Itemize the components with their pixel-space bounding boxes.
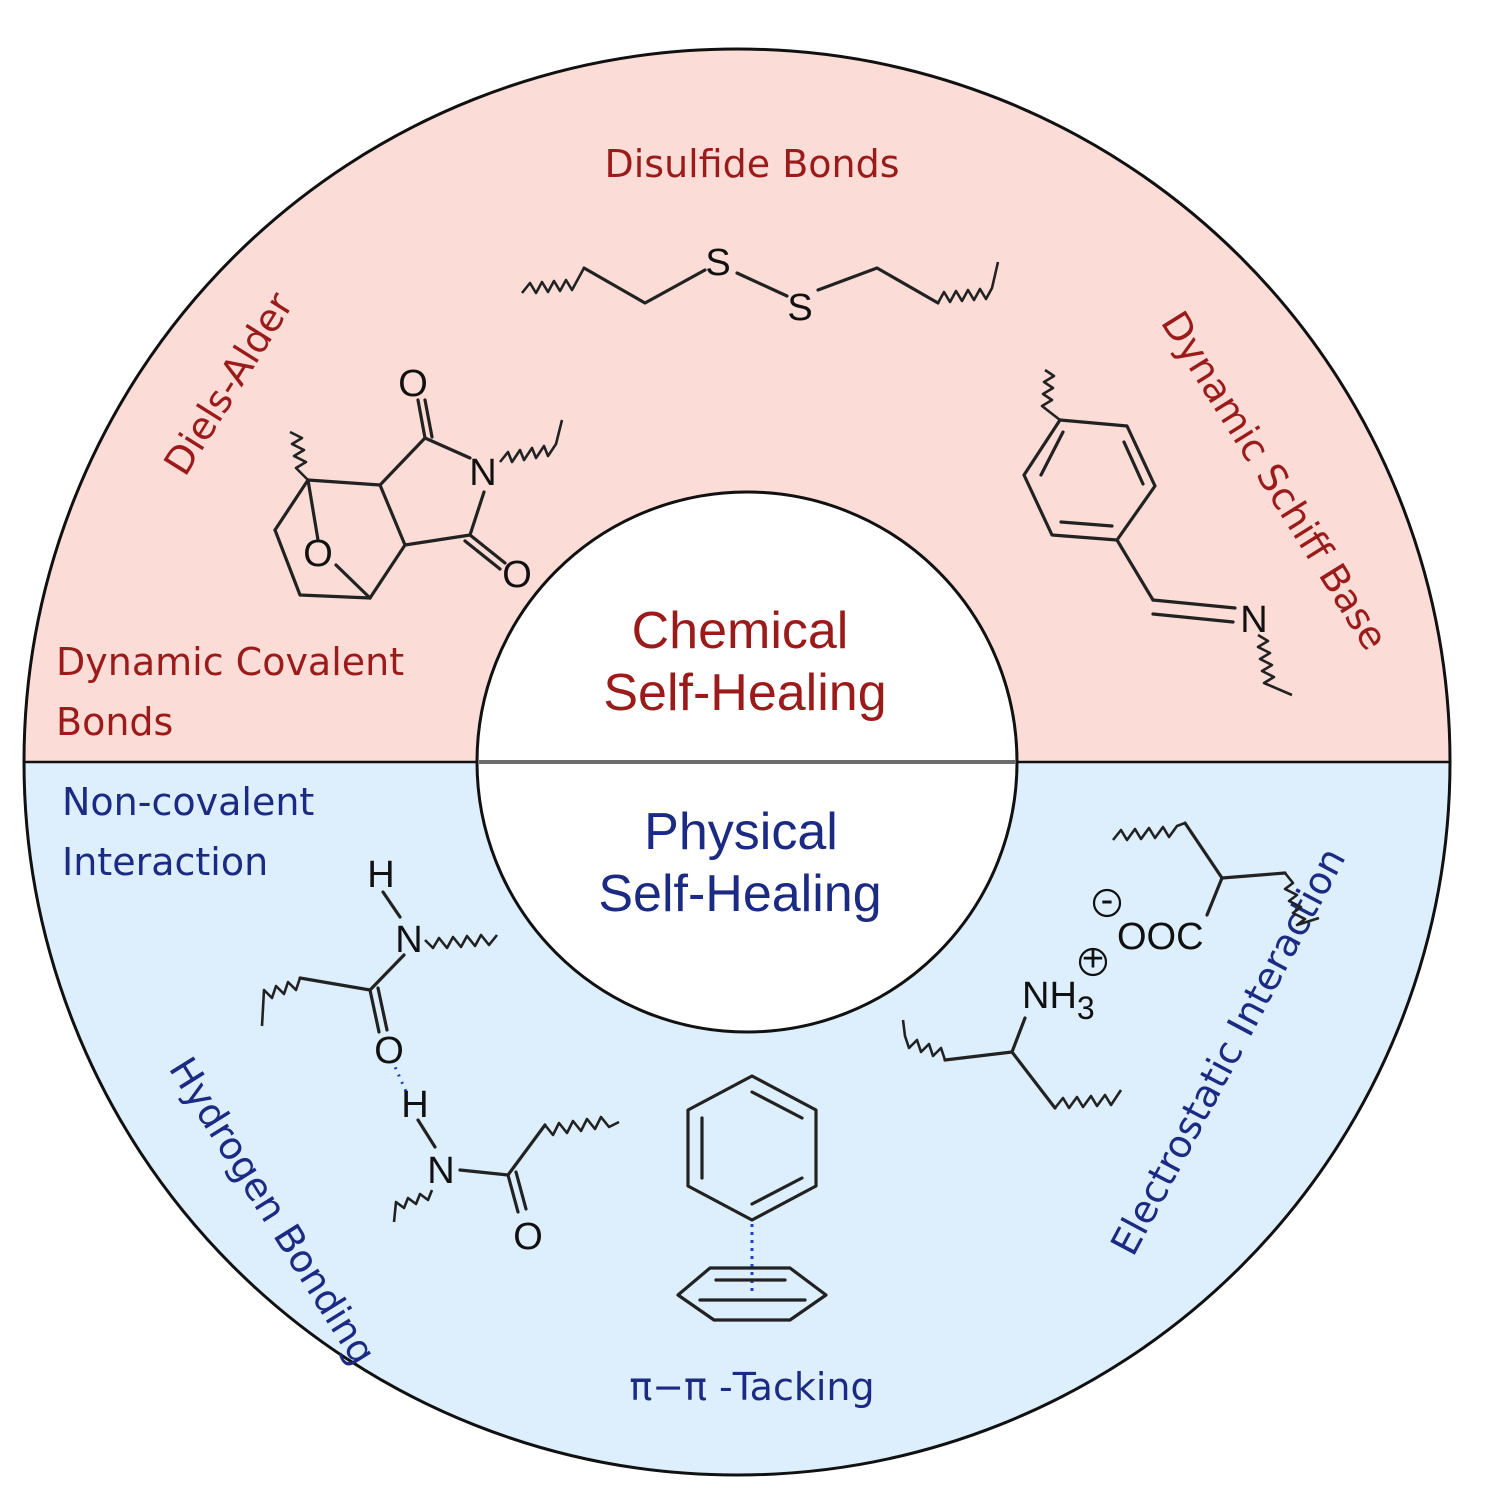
hbond-atom-n2: N bbox=[427, 1150, 454, 1192]
physical-category-line1: Non-covalent bbox=[62, 780, 314, 824]
physical-title-line2: Self-Healing bbox=[598, 865, 881, 923]
physical-category-line2: Interaction bbox=[62, 840, 268, 884]
chemical-title-line2: Self-Healing bbox=[603, 664, 886, 722]
ammonium-subscript: 3 bbox=[1077, 990, 1095, 1026]
hydrogen-bond-dots bbox=[390, 1059, 410, 1097]
pi-stacking-label: π−π -Tacking bbox=[629, 1365, 874, 1409]
diels-alder-atom-o-top: O bbox=[398, 363, 428, 405]
hbond-atom-h2: H bbox=[401, 1084, 428, 1126]
diels-alder-atom-o-bridge: O bbox=[303, 533, 333, 575]
schiff-base-structure: N bbox=[1022, 368, 1293, 697]
hydrogen-bonding-structure: H N O H N O bbox=[260, 854, 620, 1258]
disulfide-label: Disulfide Bonds bbox=[604, 142, 899, 186]
diels-alder-structure: O N O O bbox=[273, 363, 564, 600]
chemical-category-line2: Bonds bbox=[56, 700, 173, 744]
schiff-base-atom-n: N bbox=[1240, 599, 1267, 641]
positive-charge-icon bbox=[1078, 947, 1108, 977]
outer-ring bbox=[22, 47, 1452, 1477]
hbond-atom-o1: O bbox=[374, 1030, 404, 1072]
ammonium-nh: NH bbox=[1022, 975, 1077, 1017]
hbond-atom-n1: N bbox=[395, 919, 422, 961]
chemical-category-line1: Dynamic Covalent bbox=[56, 640, 404, 684]
plus-sign: + bbox=[1082, 938, 1104, 980]
pi-stacking-structure bbox=[676, 1074, 828, 1322]
negative-charge-icon bbox=[1092, 888, 1122, 918]
carboxylate-group: OOC bbox=[1117, 916, 1204, 958]
electrostatic-structure: - OOC + NH3 bbox=[901, 821, 1320, 1110]
disulfide-atom-s2: S bbox=[787, 287, 812, 329]
diels-alder-atom-o-bottom: O bbox=[502, 554, 532, 596]
chemical-title-line1: Chemical bbox=[632, 602, 849, 660]
physical-title-line1: Physical bbox=[644, 803, 838, 861]
disulfide-structure: S S bbox=[520, 242, 1000, 329]
hbond-atom-o2: O bbox=[513, 1216, 543, 1258]
hbond-atom-h1: H bbox=[367, 854, 394, 896]
ammonium-group: NH3 bbox=[1022, 975, 1095, 1026]
minus-sign: - bbox=[1101, 879, 1114, 921]
disulfide-atom-s1: S bbox=[705, 242, 730, 284]
diels-alder-atom-n: N bbox=[469, 452, 496, 494]
